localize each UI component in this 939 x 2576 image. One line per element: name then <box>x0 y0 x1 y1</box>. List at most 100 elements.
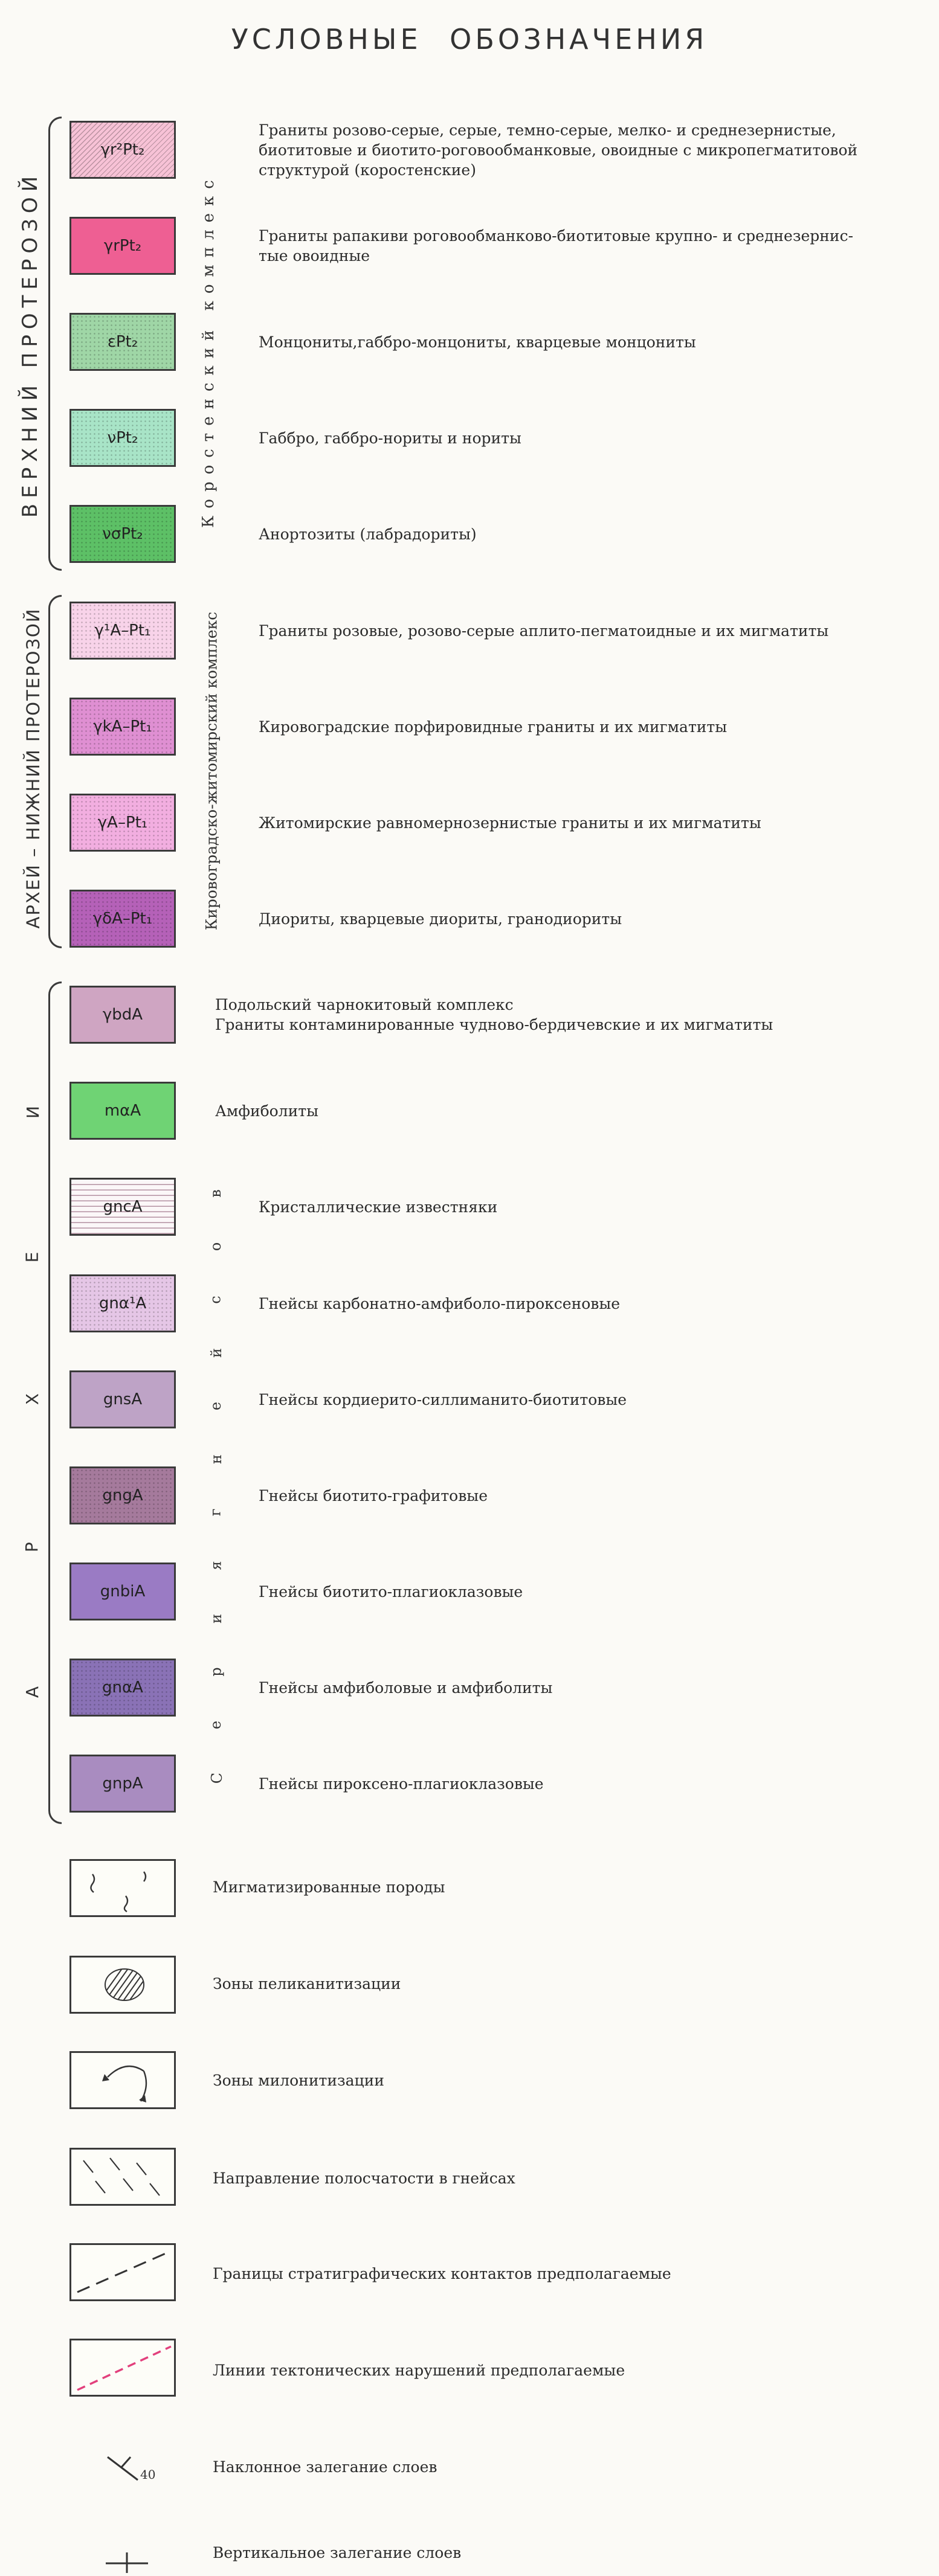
gneiss-series-letter: н <box>208 1454 225 1464</box>
legend-description: Гнейсы пироксено-плагиоклазовые <box>259 1774 911 1794</box>
label-korosten-complex: Коростенский комплекс <box>199 173 218 528</box>
gneiss-series-letter: р <box>207 1667 225 1677</box>
legend-description: Диориты, кварцевые диориты, гранодиориты <box>259 909 911 929</box>
legend-swatch: gnαA <box>69 1659 176 1717</box>
legend-description: Монцониты,габбро-монцониты, кварцевые мо… <box>259 332 911 352</box>
legend-description: Житомирские равномернозернистые граниты … <box>259 813 911 833</box>
legend-code: gngA <box>102 1486 143 1505</box>
legend-description: Кировоградские порфировидные граниты и и… <box>259 717 911 737</box>
symbol-vertical-bedding-text: Вертикальное залегание слоев <box>213 2544 462 2562</box>
legend-description-line: Гнейсы пироксено-плагиоклазовые <box>259 1775 544 1793</box>
legend-swatch: εPt₂ <box>69 313 176 371</box>
legend-description: Граниты розово-серые, серые, темно-серые… <box>259 120 911 180</box>
symbol-banding <box>69 2148 176 2206</box>
legend-description: Гнейсы биотито-плагиоклазовые <box>259 1582 911 1602</box>
symbol-inclined-bedding-text: Наклонное залегание слоев <box>213 2458 437 2476</box>
symbol-pelikanitization <box>69 1956 176 2014</box>
symbol-migmatized <box>69 1859 176 1917</box>
gneiss-series-letter: е <box>207 1720 225 1730</box>
legend-description-line: Граниты рапакиви роговообманково-биотито… <box>259 227 854 245</box>
legend-description: Граниты розовые, розово-серые аплито-пег… <box>259 621 911 641</box>
legend-code: gnα¹A <box>98 1294 147 1312</box>
legend-swatch: νσPt₂ <box>69 505 176 563</box>
legend-description-line: Амфиболиты <box>215 1102 318 1120</box>
legend-code: νσPt₂ <box>102 525 143 543</box>
legend-code: γrPt₂ <box>103 237 142 255</box>
legend-description-line: Граниты розово-серые, серые, темно-серые… <box>259 121 836 139</box>
legend-description-line: тые овоидные <box>259 247 370 265</box>
legend-description: Гнейсы биотито-графитовые <box>259 1486 911 1506</box>
gneiss-series-letter: я <box>207 1561 225 1570</box>
symbol-strat-contacts <box>69 2243 176 2301</box>
legend-description-line: биотитовые и биотито-роговообманковые, о… <box>259 141 858 159</box>
gneiss-series-letter: с <box>207 1296 224 1304</box>
banding-icon <box>83 2157 160 2196</box>
archean-letter: И <box>22 1106 43 1119</box>
legend-swatch: gncA <box>69 1178 176 1236</box>
legend-swatch: γ¹A–Pt₁ <box>69 602 176 660</box>
legend-description-line: Граниты розовые, розово-серые аплито-пег… <box>259 622 829 640</box>
legend-code: γ¹A–Pt₁ <box>94 622 151 640</box>
brace-upper-proterozoic <box>48 117 62 571</box>
gneiss-series-letter: и <box>208 1614 225 1624</box>
legend-description-line: Анортозиты (лабрадориты) <box>259 525 477 543</box>
legend-code: νPt₂ <box>107 429 138 447</box>
symbol-tectonic-faults-text: Линии тектонических нарушений предполага… <box>213 2362 625 2379</box>
legend-code: gnbiA <box>100 1582 146 1601</box>
legend-swatch: γrPt₂ <box>69 217 176 275</box>
legend-description-line: Гнейсы биотито-графитовые <box>259 1486 488 1505</box>
legend-description: Гнейсы амфиболовые и амфиболиты <box>259 1678 911 1698</box>
legend-description: Амфиболиты <box>215 1101 868 1121</box>
legend-swatch: gngA <box>69 1466 176 1524</box>
archean-letter: Р <box>21 1542 42 1552</box>
legend-description: Анортозиты (лабрадориты) <box>259 524 911 544</box>
legend-code: γδA–Pt₁ <box>92 910 153 928</box>
gneiss-series-letter: в <box>207 1189 224 1198</box>
legend-description-line: структурой (коростенские) <box>259 161 476 179</box>
legend-description-line: Подольский чарнокитовый комплекс <box>215 996 514 1013</box>
legend-description-line: Кировоградские порфировидные граниты и и… <box>259 718 728 736</box>
legend-description-line: Гнейсы амфиболовые и амфиболиты <box>259 1678 553 1697</box>
symbol-tectonic-faults <box>69 2339 176 2397</box>
legend-swatch: γkA–Pt₁ <box>69 698 176 756</box>
legend-description-line: Граниты контаминированные чудново-бердич… <box>215 1016 773 1033</box>
gneiss-series-letter: й <box>208 1348 225 1358</box>
legend-swatch: gnbiA <box>69 1563 176 1620</box>
archean-letter: Х <box>22 1393 43 1405</box>
legend-swatch: γδA–Pt₁ <box>69 890 176 948</box>
legend-description-line: Гнейсы биотито-плагиоклазовые <box>259 1582 523 1601</box>
archean-letter: А <box>22 1686 43 1698</box>
legend-code: γr²Pt₂ <box>100 141 145 159</box>
legend-description-line: Габбро, габбро-нориты и нориты <box>259 429 521 447</box>
migmatized-icon <box>90 1871 147 1913</box>
legend-swatch: mαA <box>69 1082 176 1140</box>
legend-code: gnpA <box>102 1775 143 1793</box>
symbol-migmatized-text: Мигматизированные породы <box>213 1878 445 1896</box>
inclined-bedding-icon <box>107 2456 138 2481</box>
legend-description-line: Монцониты,габбро-монцониты, кварцевые мо… <box>259 333 696 351</box>
pelikanitization-icon <box>105 1968 144 2001</box>
legend-swatch: γr²Pt₂ <box>69 121 176 179</box>
gneiss-series-letter: г <box>207 1508 224 1517</box>
label-kirovograd-zhitomir: Кировоградско-житомирский комплекс <box>202 611 221 931</box>
legend-description: Габбро, габбро-нориты и нориты <box>259 428 911 448</box>
archean-letter: Е <box>22 1251 42 1263</box>
legend-swatch: gnsA <box>69 1370 176 1428</box>
legend-swatch: γbdA <box>69 986 176 1044</box>
legend-code: εPt₂ <box>107 333 138 351</box>
legend-swatch: γA–Pt₁ <box>69 794 176 852</box>
label-upper-proterozoic: ВЕРХНИЙ ПРОТЕРОЗОЙ <box>18 170 42 518</box>
legend-description: Кристаллические известняки <box>259 1197 911 1217</box>
vertical-bedding-icon <box>106 2552 148 2573</box>
inclined-bedding-value: 40 <box>140 2467 156 2482</box>
legend-description-line: Гнейсы кордиерито-силлиманито-биотитовые <box>259 1390 627 1408</box>
legend-swatch: gnα¹A <box>69 1274 176 1332</box>
legend-description-line: Кристаллические известняки <box>259 1198 498 1216</box>
page-title: УСЛОВНЫЕ ОБОЗНАЧЕНИЯ <box>231 23 708 56</box>
legend-code: γA–Pt₁ <box>97 814 148 832</box>
legend-description-line: Гнейсы карбонатно-амфиболо-пироксеновые <box>259 1294 621 1312</box>
legend-description: Гнейсы кордиерито-силлиманито-биотитовые <box>259 1390 911 1410</box>
legend-code: γbdA <box>102 1006 143 1024</box>
symbol-mylonitization-text: Зоны милонитизации <box>213 2072 384 2089</box>
